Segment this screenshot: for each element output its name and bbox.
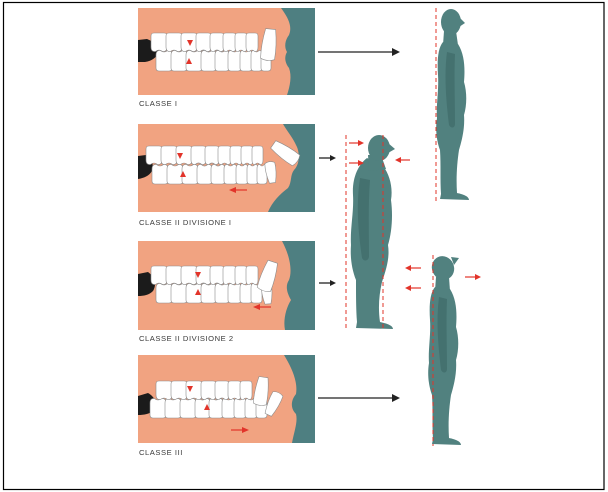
upper-tooth — [230, 146, 242, 165]
lower-tooth — [201, 283, 216, 303]
posture-figure-upright — [436, 8, 469, 202]
lower-tooth — [156, 283, 172, 303]
figure-nose — [388, 143, 395, 153]
lower-tooth — [228, 50, 241, 71]
panel-classe-2-div-2 — [138, 241, 315, 330]
arrow-left-icon — [405, 285, 421, 291]
dental-arch — [150, 376, 284, 418]
upper-tooth — [166, 266, 182, 285]
lower-tooth — [152, 164, 168, 184]
lower-tooth — [211, 164, 225, 184]
lower-tooth — [251, 50, 262, 71]
lower-tooth — [209, 398, 223, 418]
lower-tooth — [215, 283, 229, 303]
upper-tooth — [171, 381, 187, 400]
lower-tooth — [215, 50, 229, 71]
arrow-left-icon — [405, 265, 421, 271]
panel-classe-2-div-1 — [138, 124, 315, 212]
arrow-right-icon — [349, 140, 364, 146]
upper-tooth — [228, 381, 241, 400]
posture-figure-forward-head — [346, 135, 410, 330]
lower-tooth — [240, 283, 252, 303]
arrow-right-icon — [319, 280, 336, 286]
posture-figure-head-extended — [405, 252, 481, 446]
upper-tooth — [166, 33, 182, 52]
upper-tooth — [210, 266, 224, 285]
lower-tooth — [201, 50, 216, 71]
lower-tooth — [171, 50, 187, 71]
upper-tooth — [223, 266, 236, 285]
upper-tooth — [201, 381, 216, 400]
upper-tooth — [223, 33, 236, 52]
figure-head — [428, 252, 458, 283]
figure-head — [368, 135, 390, 161]
panel-classe-1 — [138, 8, 315, 95]
lower-tooth — [222, 398, 235, 418]
upper-tooth — [151, 33, 167, 52]
class-label-3: CLASSE II DIVISIONE 2 — [139, 334, 234, 343]
lower-tooth — [236, 164, 248, 184]
figure-head — [441, 9, 461, 35]
upper-tooth — [235, 266, 247, 285]
lower-tooth — [247, 164, 258, 184]
upper-tooth — [252, 146, 263, 165]
arrow-right-icon — [318, 394, 400, 402]
upper-tooth — [235, 33, 247, 52]
upper-tooth — [241, 146, 253, 165]
figure-nose — [459, 17, 465, 27]
arrow-right-icon — [465, 274, 481, 280]
upper-tooth — [215, 381, 229, 400]
upper-tooth — [246, 33, 258, 52]
class-label-4: CLASSE III — [139, 448, 183, 457]
lower-tooth — [197, 164, 212, 184]
upper-tooth — [161, 146, 177, 165]
lower-tooth — [156, 50, 172, 71]
lower-tooth — [240, 50, 252, 71]
arrow-left-icon — [395, 157, 410, 163]
upper-tooth — [181, 266, 197, 285]
upper-tooth — [246, 266, 258, 285]
panel-classe-3 — [138, 355, 315, 443]
upper-tooth — [191, 146, 206, 165]
lower-tooth — [171, 283, 187, 303]
upper-tooth — [186, 381, 202, 400]
lower-tooth — [234, 398, 246, 418]
lower-tooth — [228, 283, 241, 303]
upper-tooth — [218, 146, 231, 165]
upper-tooth — [196, 33, 211, 52]
upper-tooth — [156, 381, 172, 400]
lower-tooth — [150, 398, 166, 418]
upper-tooth — [205, 146, 219, 165]
lower-tooth — [167, 164, 183, 184]
upper-tooth — [151, 266, 167, 285]
arrow-right-icon — [318, 48, 400, 56]
upper-tooth — [210, 33, 224, 52]
class-label-1: CLASSE I — [139, 99, 178, 108]
class-label-2: CLASSE II DIVISIONE I — [139, 218, 232, 227]
upper-tooth — [240, 381, 252, 400]
upper-tooth — [146, 146, 162, 165]
lower-tooth — [165, 398, 181, 418]
arrow-right-icon — [319, 155, 336, 161]
lower-tooth — [180, 398, 196, 418]
lower-tooth — [224, 164, 237, 184]
figure-body — [351, 158, 393, 329]
